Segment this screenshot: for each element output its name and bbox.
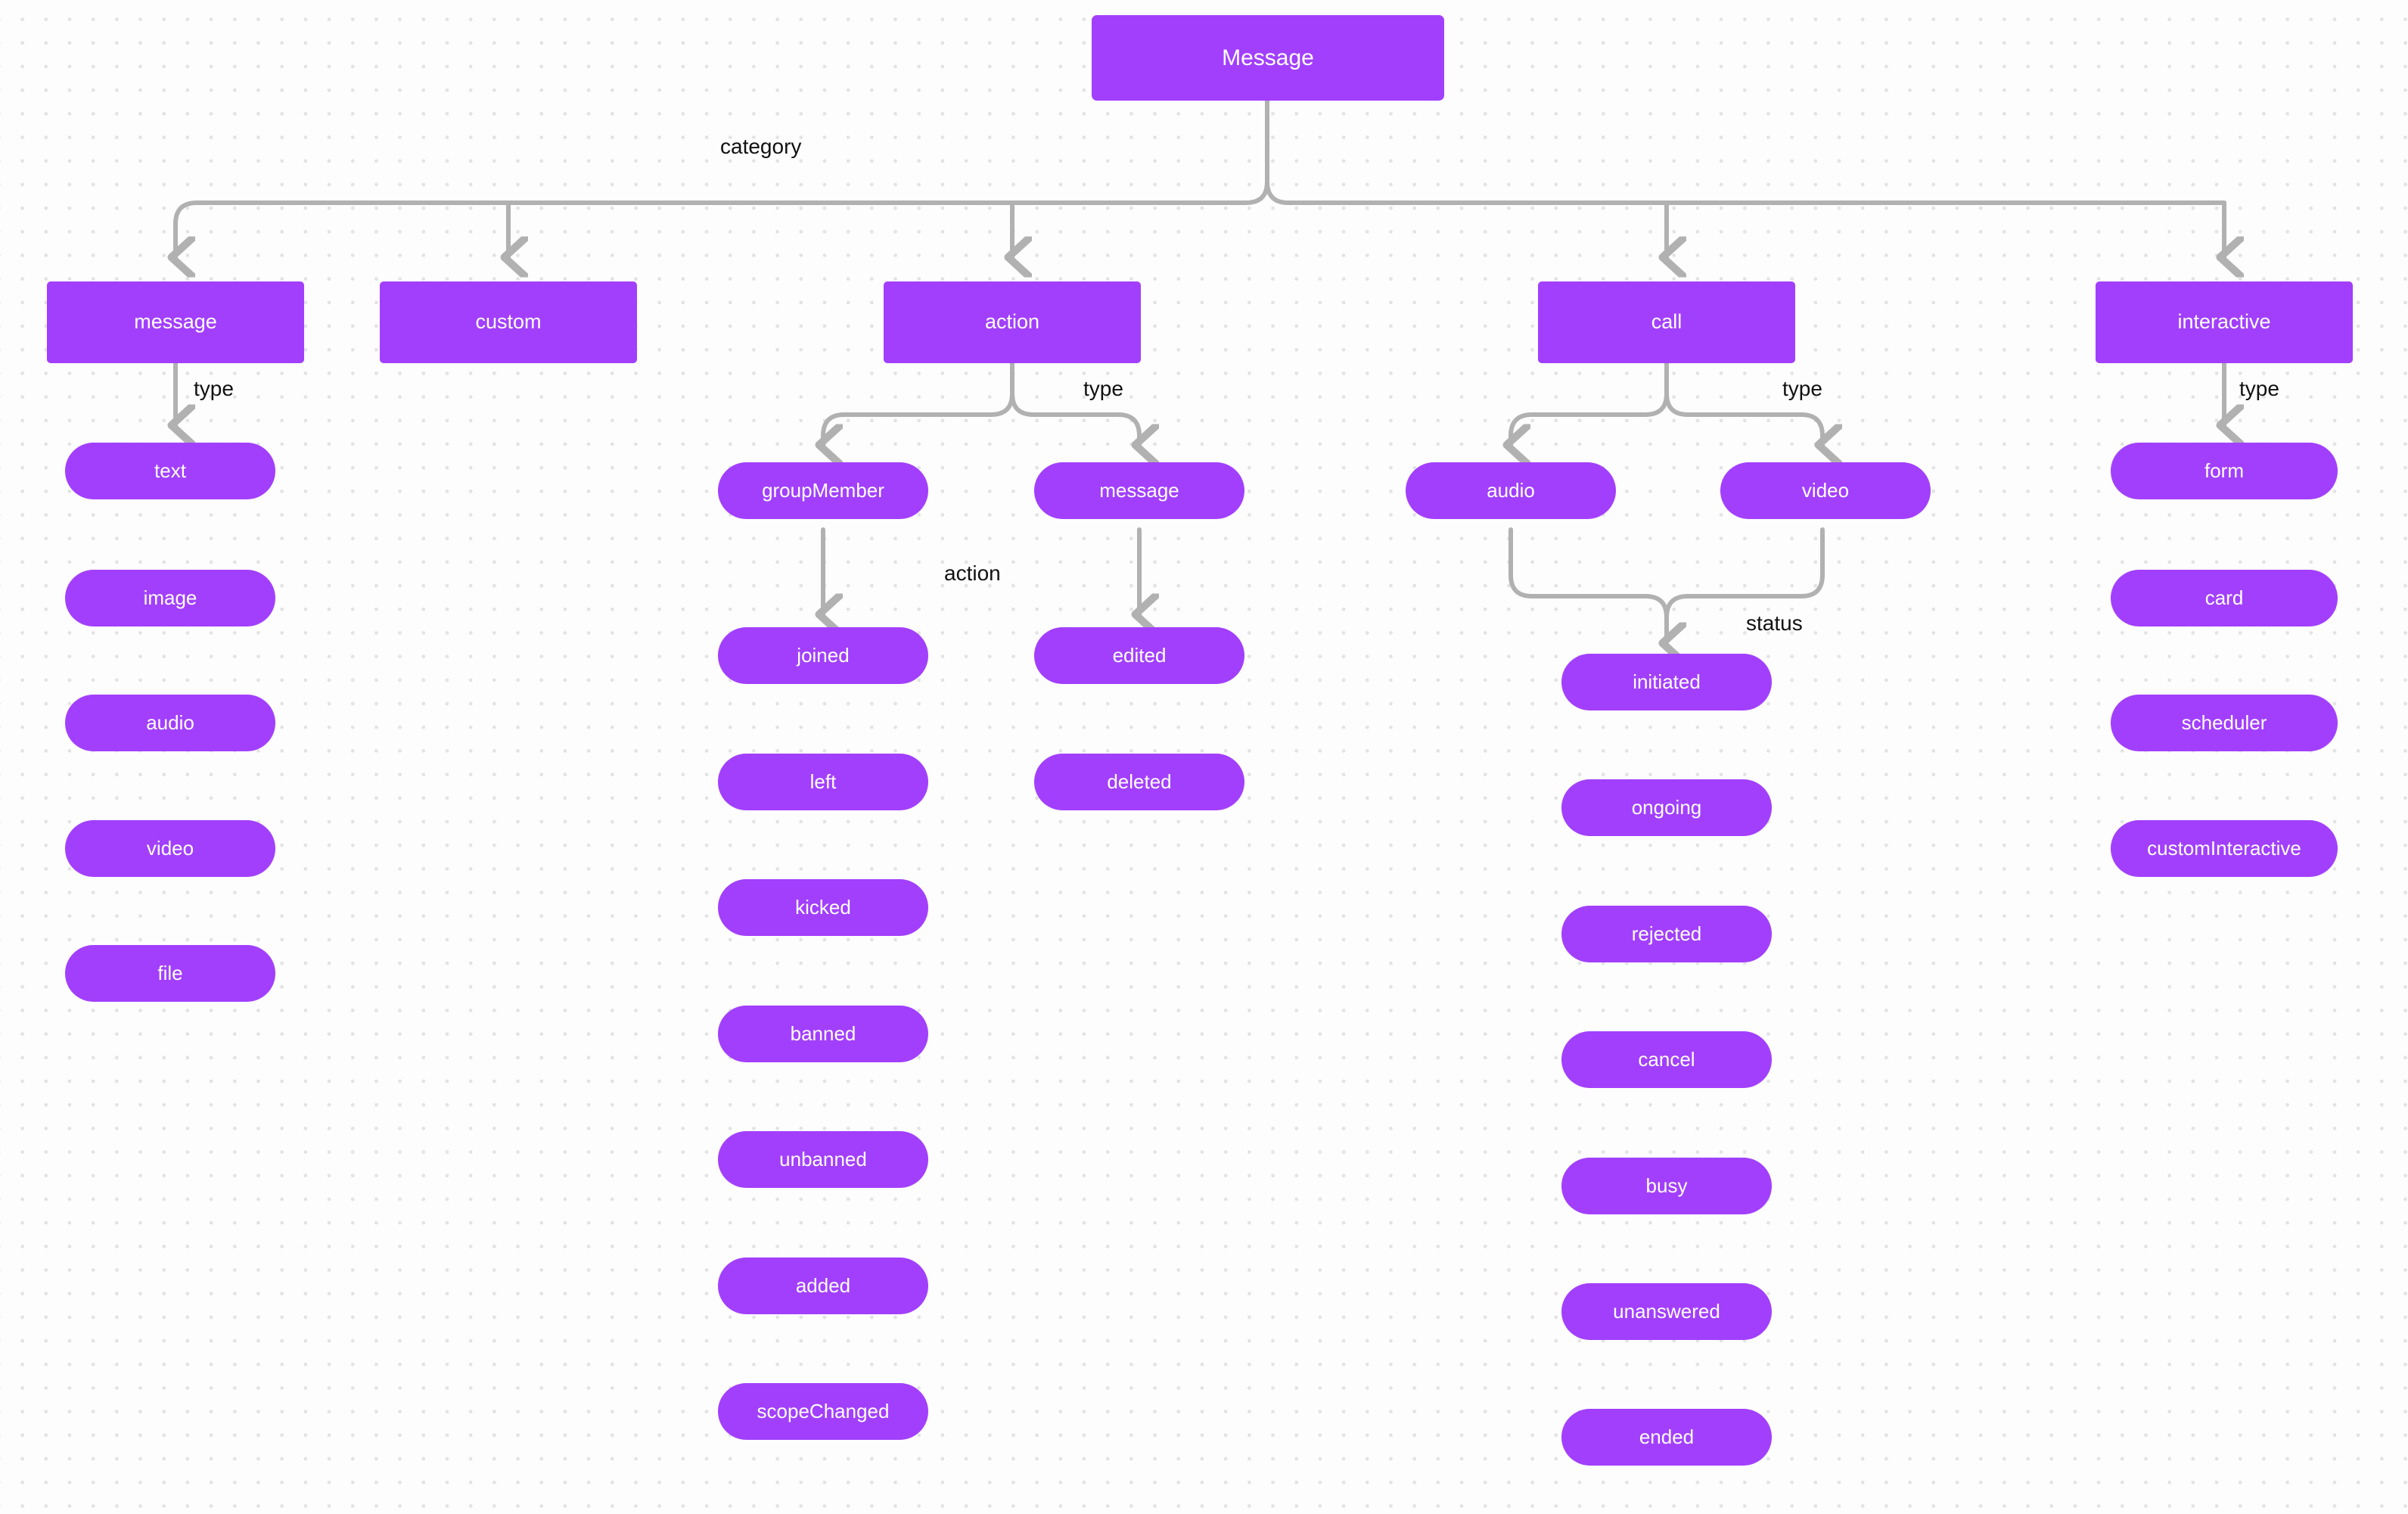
node-call-type-audio[interactable]: audio [1406, 462, 1616, 519]
edge-audio-to-initiated [1508, 527, 1667, 643]
node-call-status-busy[interactable]: busy [1561, 1158, 1772, 1214]
node-message-action-deleted[interactable]: deleted [1034, 754, 1244, 810]
node-call-status-cancel[interactable]: cancel [1561, 1031, 1772, 1088]
node-category-action[interactable]: action [884, 281, 1141, 363]
edge-to-category-message [176, 201, 199, 257]
node-message-type-file[interactable]: file [65, 945, 275, 1002]
node-message-type-text[interactable]: text [65, 443, 275, 499]
edge-label-action: action [944, 561, 1001, 585]
node-message-type-video[interactable]: video [65, 820, 275, 877]
edge-label-category: category [720, 135, 802, 158]
node-message-action-edited[interactable]: edited [1034, 627, 1244, 684]
edge-call-to-video [1664, 361, 1822, 445]
edge-label-type-action: type [1083, 377, 1123, 400]
node-call-status-initiated[interactable]: initiated [1561, 654, 1772, 710]
node-call-status-ended[interactable]: ended [1561, 1409, 1772, 1466]
node-interactive-type-card[interactable]: card [2111, 570, 2338, 626]
node-groupmember-action-scopechanged[interactable]: scopeChanged [718, 1383, 928, 1440]
edge-label-type-message: type [194, 377, 234, 400]
node-groupmember-action-unbanned[interactable]: unbanned [718, 1131, 928, 1188]
edge-label-type-call: type [1782, 377, 1822, 400]
node-groupmember-action-joined[interactable]: joined [718, 627, 928, 684]
edge-label-status: status [1746, 611, 1803, 635]
node-category-call[interactable]: call [1538, 281, 1795, 363]
edge-label-type-interactive: type [2239, 377, 2279, 400]
node-call-status-ongoing[interactable]: ongoing [1561, 779, 1772, 836]
edge-action-to-message [1010, 361, 1139, 445]
node-call-status-rejected[interactable]: rejected [1561, 906, 1772, 962]
node-interactive-type-scheduler[interactable]: scheduler [2111, 695, 2338, 751]
edge-call-to-audio [1511, 361, 1669, 445]
node-category-custom[interactable]: custom [380, 281, 637, 363]
node-message-type-image[interactable]: image [65, 570, 275, 626]
node-category-interactive[interactable]: interactive [2096, 281, 2353, 363]
node-category-message[interactable]: message [47, 281, 304, 363]
edge-action-to-groupmember [823, 361, 1014, 445]
node-call-type-video[interactable]: video [1720, 462, 1931, 519]
edge-root-to-trunk-right [1265, 98, 1291, 205]
edge-root-to-trunk-left [1244, 98, 1269, 205]
node-action-type-message[interactable]: message [1034, 462, 1244, 519]
node-interactive-type-form[interactable]: form [2111, 443, 2338, 499]
node-groupmember-action-banned[interactable]: banned [718, 1006, 928, 1062]
node-message-type-audio[interactable]: audio [65, 695, 275, 751]
node-groupmember-action-kicked[interactable]: kicked [718, 879, 928, 936]
node-call-status-unanswered[interactable]: unanswered [1561, 1283, 1772, 1340]
node-groupmember-action-left[interactable]: left [718, 754, 928, 810]
node-groupmember-action-added[interactable]: added [718, 1258, 928, 1314]
node-interactive-type-custominteractive[interactable]: customInteractive [2111, 820, 2338, 877]
node-action-type-groupmember[interactable]: groupMember [718, 462, 928, 519]
node-root-message[interactable]: Message [1092, 15, 1444, 101]
